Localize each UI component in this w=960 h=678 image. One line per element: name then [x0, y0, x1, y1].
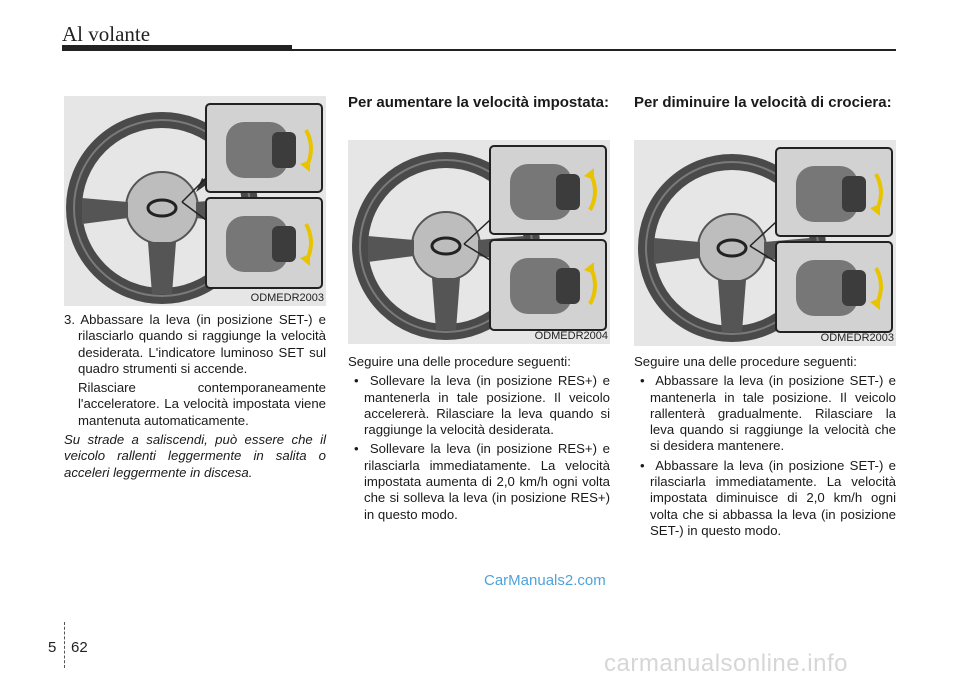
intro-text: Seguire una delle procedure seguenti:	[634, 354, 857, 369]
section-heading-decrease: Per diminuire la velocità di crociera:	[634, 94, 892, 111]
figure-code: ODMEDR2003	[820, 332, 894, 344]
figure-code: ODMEDR2003	[250, 292, 324, 304]
bullet-icon: •	[354, 441, 370, 457]
bullet-icon: •	[354, 373, 370, 389]
step-3-text: Abbassare la leva (in posizione SET-) e …	[78, 312, 326, 376]
figure-steering-wheel-2: ODMEDR2004	[348, 140, 610, 344]
intro-text: Seguire una delle procedure seguenti:	[348, 354, 571, 369]
page-divider	[64, 622, 65, 668]
figure-steering-wheel-3: ODMEDR2003	[634, 140, 896, 346]
watermark-link[interactable]: CarManuals2.com	[484, 572, 606, 589]
step-3-continuation: Rilasciare contemporaneamente l'accelera…	[78, 380, 326, 428]
column-3-body: Seguire una delle procedure seguenti: • …	[634, 354, 896, 539]
header-title: Al volante	[62, 22, 151, 46]
note-text: Su strade a saliscendi, può essere che i…	[64, 432, 326, 480]
chapter-number: 5	[48, 639, 57, 656]
column-2: Per aumentare la velocità impostata:	[348, 94, 610, 111]
list-item: • Sollevare la leva (in posizione RES+) …	[354, 441, 610, 522]
figure-steering-wheel-1: ODMEDR2003	[64, 96, 326, 306]
steering-wheel-illustration	[66, 103, 323, 304]
column-3: Per diminuire la velocità di crociera:	[634, 94, 896, 111]
steering-wheel-illustration	[638, 147, 893, 342]
step-3: 3. Abbassare la leva (in posizione SET-)…	[64, 312, 326, 377]
step-3-number: 3.	[64, 312, 75, 327]
header-rule-thin	[292, 49, 896, 51]
list-item: • Abbassare la leva (in posizione SET-) …	[640, 373, 896, 454]
bullet-icon: •	[640, 457, 656, 473]
steering-wheel-illustration	[352, 145, 607, 340]
column-2-body: Seguire una delle procedure seguenti: • …	[348, 354, 610, 523]
section-heading-increase: Per aumentare la velocità impostata:	[348, 94, 609, 111]
header-rule-thick	[62, 45, 292, 51]
bullet-icon: •	[640, 373, 656, 389]
list-item: • Sollevare la leva (in posizione RES+) …	[354, 373, 610, 438]
list-item: • Abbassare la leva (in posizione SET-) …	[640, 457, 896, 538]
footer-site-watermark: carmanualsonline.info	[604, 650, 848, 677]
page-number: 62	[71, 639, 88, 656]
column-1: 3. Abbassare la leva (in posizione SET-)…	[64, 312, 326, 481]
figure-code: ODMEDR2004	[534, 330, 608, 342]
